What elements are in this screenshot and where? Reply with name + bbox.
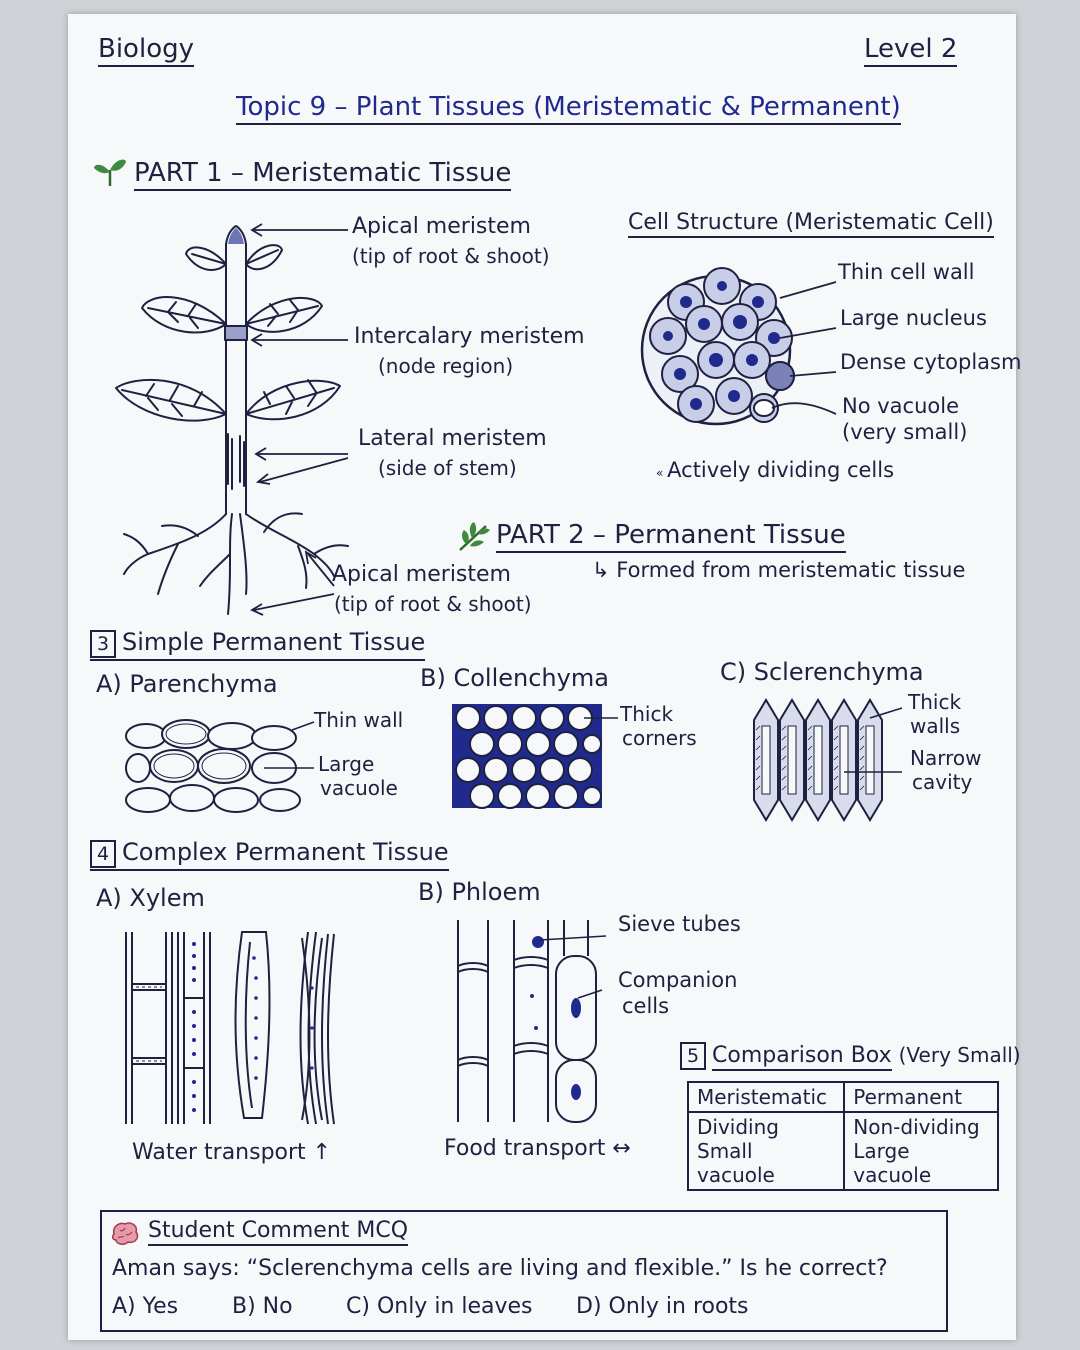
subject-label: Biology [98,34,194,67]
sclerenchyma-diagram [753,698,903,822]
label-dense-cytoplasm: Dense cytoplasm [840,350,1022,374]
label-intercalary-meristem-sub: (node region) [378,354,514,378]
xylem-diagram [125,931,335,1125]
part1-heading: PART 1 – Meristematic Tissue [134,158,512,191]
label-thin-cell-wall: Thin cell wall [838,260,975,284]
label-no-vacuole-sub: (very small) [842,420,968,444]
page-title: Topic 9 – Plant Tissues (Meristematic & … [236,92,901,125]
sclerenchyma-label-cavity: cavity [912,770,973,794]
sclerenchyma-label-narrow: Narrow [910,746,982,770]
part2-note: ↳ Formed from meristematic tissue [592,558,966,582]
xylem-caption: Water transport ↑ [132,1140,332,1165]
mcq-heading: Student Comment MCQ [148,1218,409,1246]
parenchyma-diagram [125,719,315,813]
mcq-box: Student Comment MCQ Aman says: “Sclerenc… [100,1210,948,1332]
label-apical-meristem-bottom-sub: (tip of root & shoot) [334,592,532,616]
mcq-option-b[interactable]: B) No [232,1294,293,1319]
level-label: Level 2 [864,34,958,67]
mcq-option-d[interactable]: D) Only in roots [576,1294,749,1319]
meristematic-cell-diagram [640,267,837,426]
phloem-label-cells: cells [622,994,670,1018]
collenchyma-label-corners: corners [622,726,697,750]
phloem-caption: Food transport ↔ [444,1136,631,1161]
label-intercalary-meristem: Intercalary meristem [354,324,585,349]
parenchyma-label-vacuole: vacuole [320,776,398,800]
sprout-icon [94,159,126,186]
phloem-label-sieve-tubes: Sieve tubes [618,912,741,936]
label-no-vacuole: No vacuole [842,394,959,418]
actively-dividing-note: « Actively dividing cells [656,458,895,482]
label-lateral-meristem-sub: (side of stem) [378,456,517,480]
mcq-question: Aman says: “Sclerenchyma cells are livin… [112,1256,888,1281]
collenchyma-title: B) Collenchyma [420,664,609,692]
plant-diagram [115,225,349,615]
sclerenchyma-title: C) Sclerenchyma [720,658,924,686]
plant-label-arrows [250,223,349,616]
mcq-option-c[interactable]: C) Only in leaves [346,1294,533,1319]
phloem-diagram [457,920,607,1123]
sclerenchyma-label-thick: Thick [908,690,962,714]
parenchyma-label-thin-wall: Thin wall [314,708,404,732]
cell-structure-heading: Cell Structure (Meristematic Cell) [628,210,994,238]
phloem-title: B) Phloem [418,878,541,906]
label-lateral-meristem: Lateral meristem [358,426,547,451]
leaf-sprig-icon [459,522,490,551]
parenchyma-title: A) Parenchyma [96,670,278,698]
xylem-title: A) Xylem [96,884,205,912]
label-apical-meristem-top-sub: (tip of root & shoot) [352,244,550,268]
collenchyma-label-thick: Thick [620,702,674,726]
label-large-nucleus: Large nucleus [840,306,987,330]
phloem-label-companion: Companion [618,968,738,992]
label-apical-meristem-top: Apical meristem [352,214,531,239]
collenchyma-diagram [452,704,618,809]
comparison-col-permanent: Permanent [843,1081,999,1113]
mcq-option-a[interactable]: A) Yes [112,1294,179,1319]
part2-heading: PART 2 – Permanent Tissue [496,520,846,553]
worksheet-page: Biology Level 2 Topic 9 – Plant Tissues … [68,14,1021,1340]
brain-icon [111,1222,139,1245]
parenchyma-label-large: Large [318,752,375,776]
sclerenchyma-label-walls: walls [910,714,961,738]
label-apical-meristem-bottom: Apical meristem [332,562,511,587]
comparison-col-meristematic: Meristematic [686,1081,846,1113]
